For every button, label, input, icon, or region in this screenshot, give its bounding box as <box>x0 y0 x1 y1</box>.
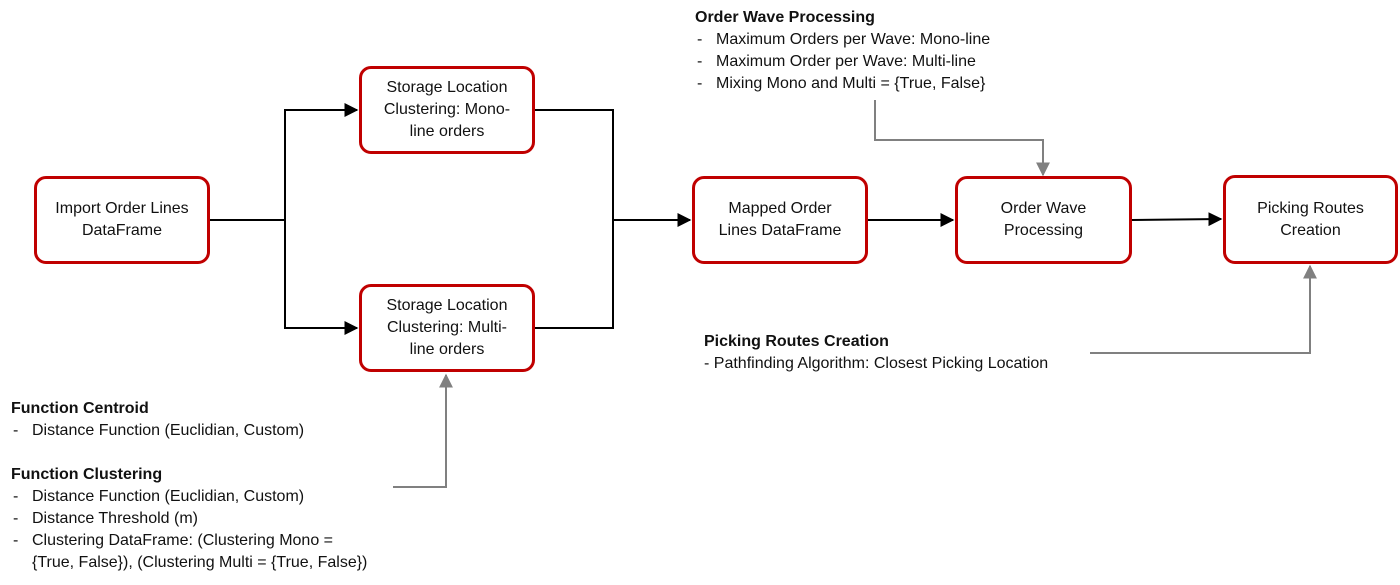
node-clustering-multi: Storage Location Clustering: Multi- line… <box>359 284 535 372</box>
edge-clustering-note-to-multi <box>393 373 453 488</box>
node-import-order-lines: Import Order Lines DataFrame <box>34 176 210 264</box>
note-list: Distance Function (Euclidian, Custom) <box>11 420 304 442</box>
note-function-centroid: Function Centroid Distance Function (Euc… <box>11 398 304 442</box>
note-item-continuation: {True, False}), (Clustering Multi = {Tru… <box>32 554 368 571</box>
edge-wave-note-to-wave <box>874 100 1050 177</box>
edge-import-to-mono <box>210 103 359 221</box>
edge-import-to-multi <box>284 220 359 335</box>
edge-wave-to-routes <box>1131 212 1223 227</box>
note-list: Maximum Orders per Wave: Mono-line Maxim… <box>695 29 990 95</box>
note-item: - Pathfinding Algorithm: Closest Picking… <box>704 355 1049 372</box>
note-title: Function Clustering <box>11 466 163 483</box>
edge-multi-to-mapped <box>535 213 692 329</box>
node-clustering-mono: Storage Location Clustering: Mono- line … <box>359 66 535 154</box>
note-item: Distance Function (Euclidian, Custom) <box>11 420 304 442</box>
node-mapped-order-lines: Mapped Order Lines DataFrame <box>692 176 868 264</box>
node-order-wave-processing: Order Wave Processing <box>955 176 1132 264</box>
note-order-wave-processing: Order Wave Processing Maximum Orders per… <box>695 7 990 95</box>
edge-routes-note-to-routes <box>1090 264 1317 354</box>
note-item: Mixing Mono and Multi = {True, False} <box>695 73 990 95</box>
note-title: Order Wave Processing <box>695 9 875 26</box>
note-item: Maximum Order per Wave: Multi-line <box>695 51 990 73</box>
note-function-clustering: Function Clustering Distance Function (E… <box>11 464 367 574</box>
note-title: Function Centroid <box>11 400 149 417</box>
edge-mono-to-mapped <box>535 109 614 220</box>
node-picking-routes-creation: Picking Routes Creation <box>1223 175 1398 264</box>
note-item: Distance Function (Euclidian, Custom) <box>11 486 367 508</box>
note-item: Maximum Orders per Wave: Mono-line <box>695 29 990 51</box>
note-list: Distance Function (Euclidian, Custom) Di… <box>11 486 367 574</box>
note-picking-routes-creation: Picking Routes Creation - Pathfinding Al… <box>704 331 1048 375</box>
note-title: Picking Routes Creation <box>704 333 889 350</box>
note-item: Distance Threshold (m) <box>11 508 367 530</box>
note-item: Clustering DataFrame: (Clustering Mono = <box>11 530 367 552</box>
